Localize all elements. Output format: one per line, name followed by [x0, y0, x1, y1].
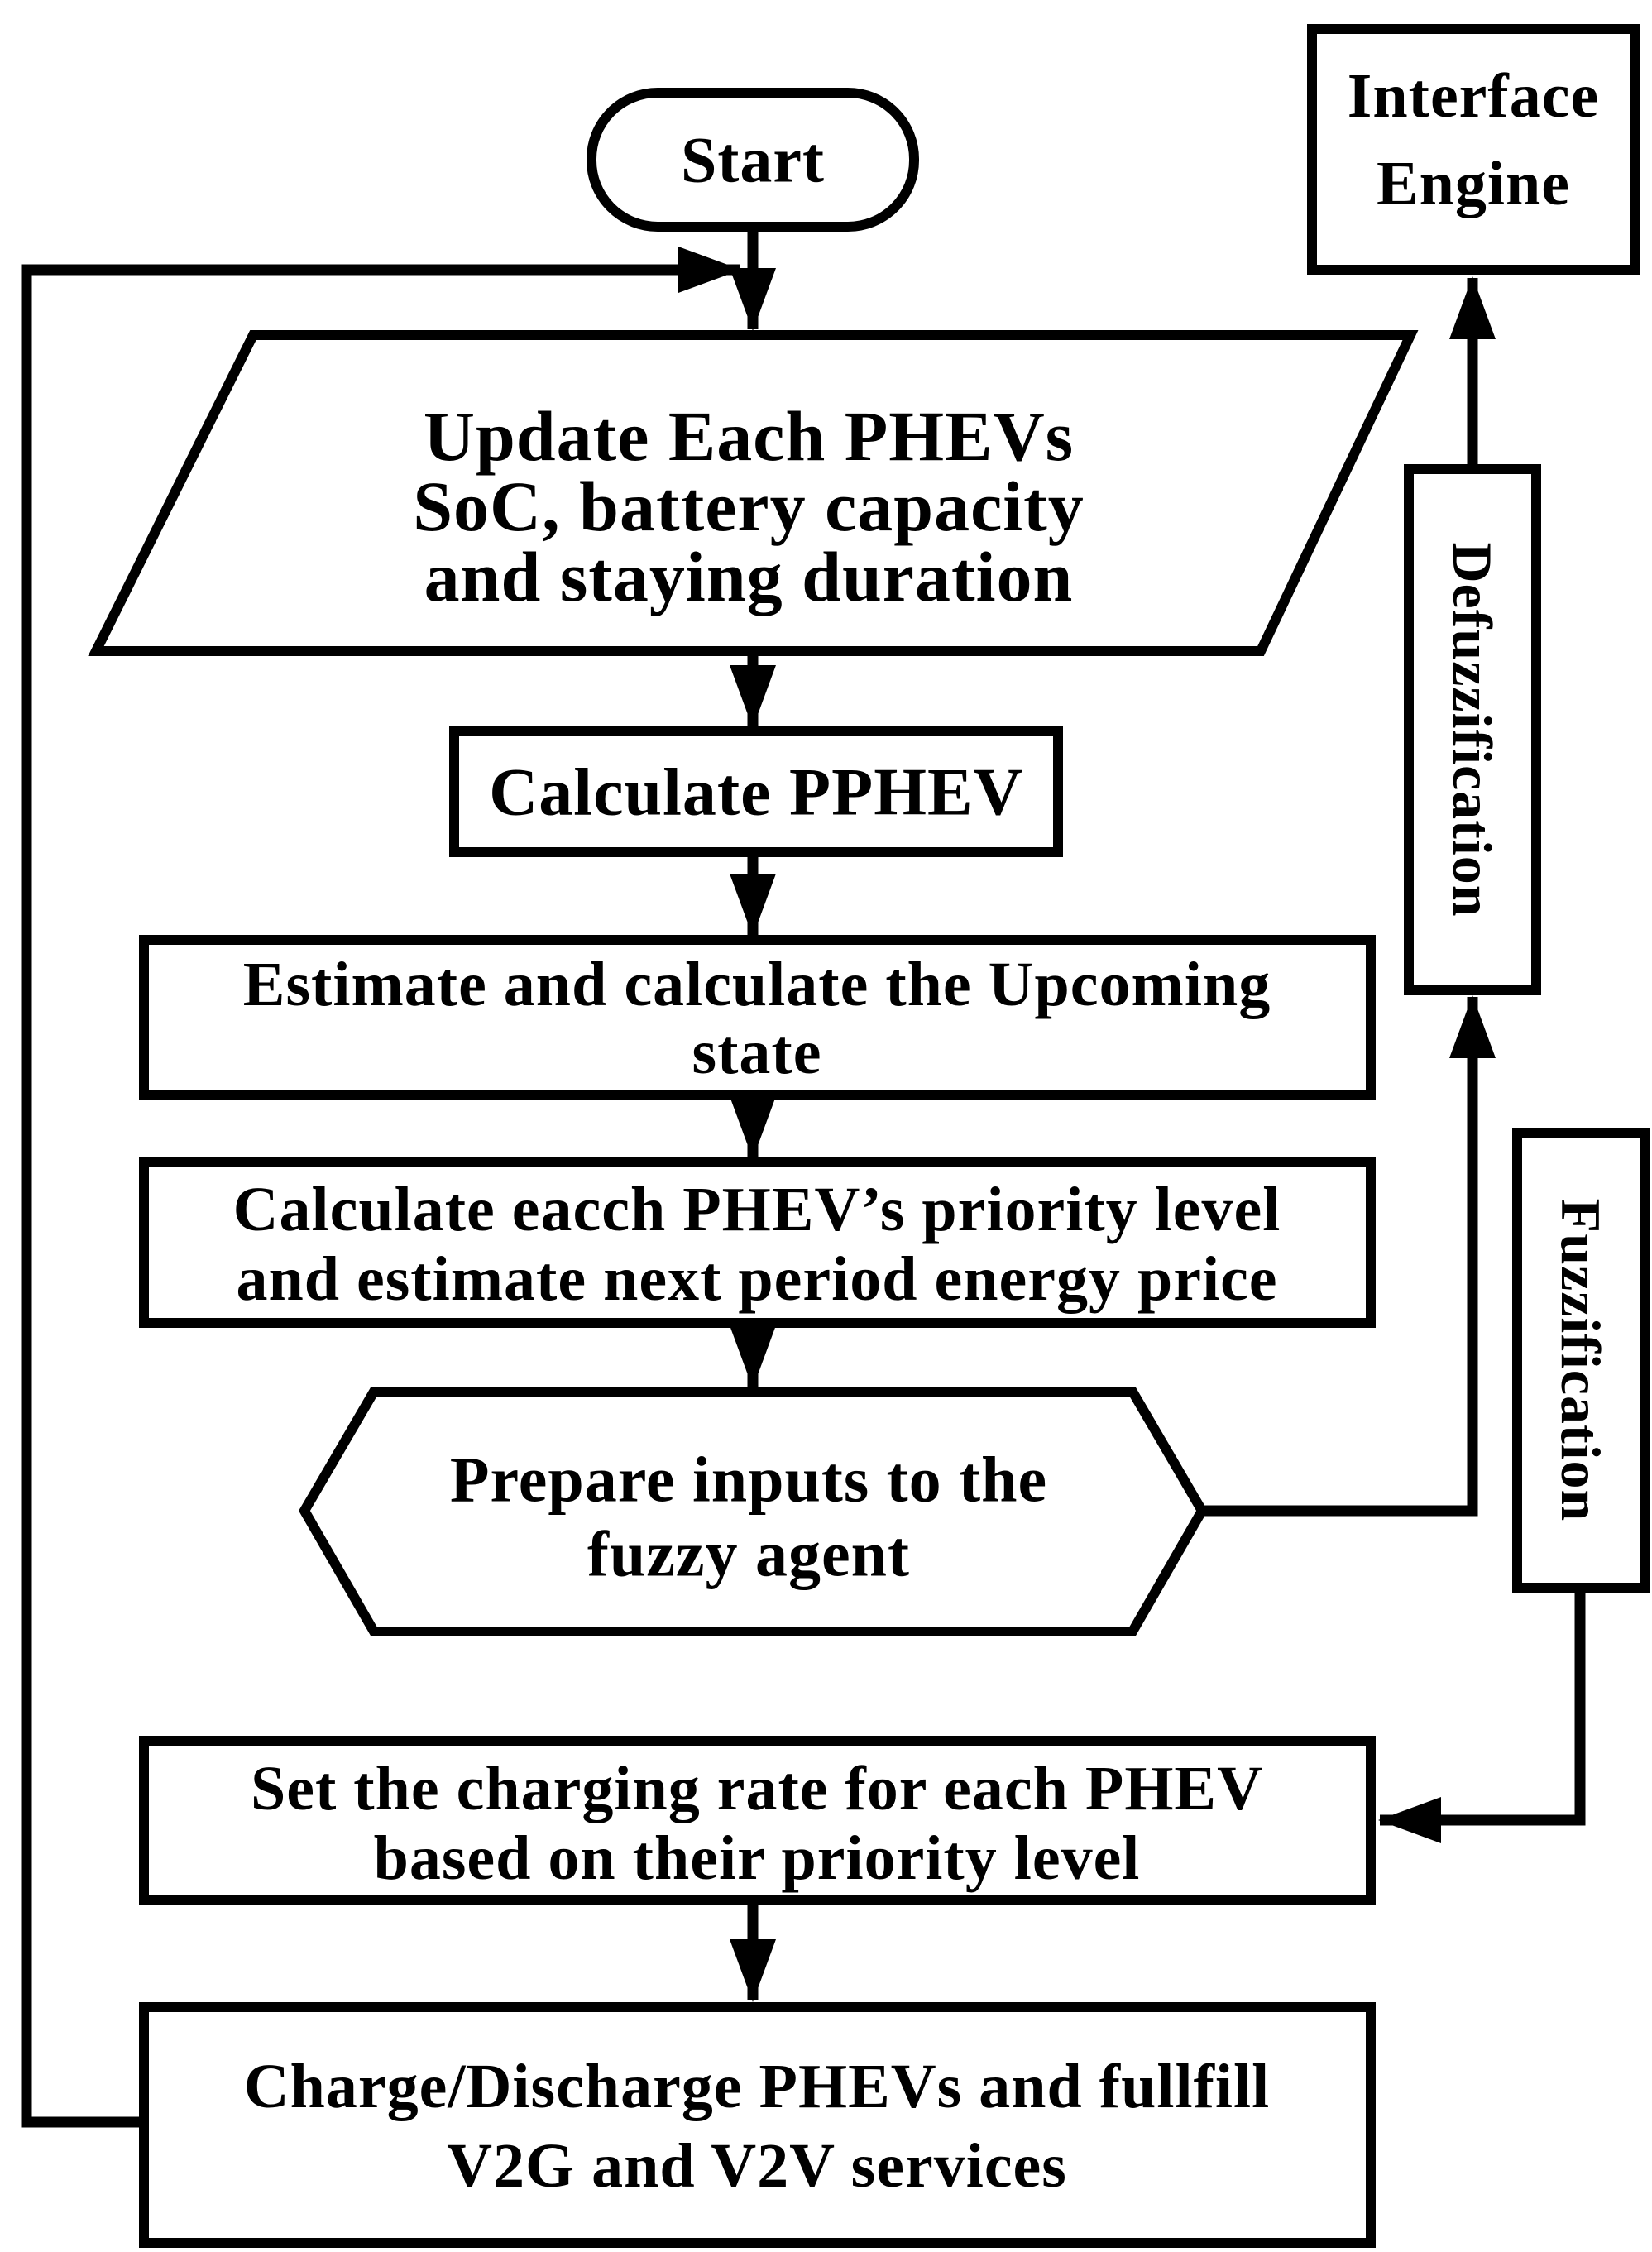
edge-prepare-to-defuzzification — [1202, 995, 1496, 1517]
set-rate-node — [139, 1736, 1376, 1905]
priority-label-line1: Calculate eacch PHEV’s priority level — [233, 1175, 1281, 1244]
update-node — [88, 330, 1419, 656]
charge-node — [139, 2002, 1376, 2248]
edge-charge-feedback-loop — [21, 247, 741, 2128]
fuzzification-node — [1512, 1128, 1650, 1593]
estimate-node — [139, 935, 1376, 1100]
edge-fuzzification-to-set-rate — [1378, 1586, 1586, 1843]
interface-engine-node — [1307, 24, 1640, 275]
interface-engine-label-line2: Engine — [1377, 149, 1570, 218]
fuzzification-label: Fuzzification — [1549, 1199, 1612, 1522]
priority-node — [139, 1157, 1376, 1328]
start-label: Start — [681, 124, 825, 196]
charge-label-line1: Charge/Discharge PHEVs and fullfill — [244, 2052, 1270, 2121]
priority-label-line2: and estimate next period energy price — [236, 1244, 1277, 1314]
prepare-label-line1: Prepare inputs to the — [450, 1444, 1047, 1516]
charge-label-line2: V2G and V2V services — [447, 2131, 1067, 2201]
update-label-line3: and staying duration — [424, 537, 1074, 616]
calc-pphev-label: Calculate PPHEV — [489, 755, 1023, 830]
calc-pphev-node — [449, 726, 1063, 857]
update-label-line1: Update Each PHEVs — [424, 396, 1074, 476]
estimate-label-line1: Estimate and calculate the Upcoming — [243, 950, 1271, 1019]
set-rate-label-line2: based on their priority level — [374, 1823, 1141, 1893]
update-label-line2: SoC, battery capacity — [413, 467, 1085, 546]
interface-engine-label-line1: Interface — [1348, 61, 1599, 131]
defuzzification-node — [1404, 464, 1541, 995]
estimate-label-line2: state — [692, 1018, 822, 1087]
start-node — [587, 88, 919, 232]
set-rate-label-line1: Set the charging rate for each PHEV — [251, 1754, 1263, 1823]
defuzzification-label: Defuzzification — [1441, 542, 1504, 917]
prepare-label-line2: fuzzy agent — [587, 1518, 910, 1590]
prepare-node — [299, 1387, 1208, 1636]
